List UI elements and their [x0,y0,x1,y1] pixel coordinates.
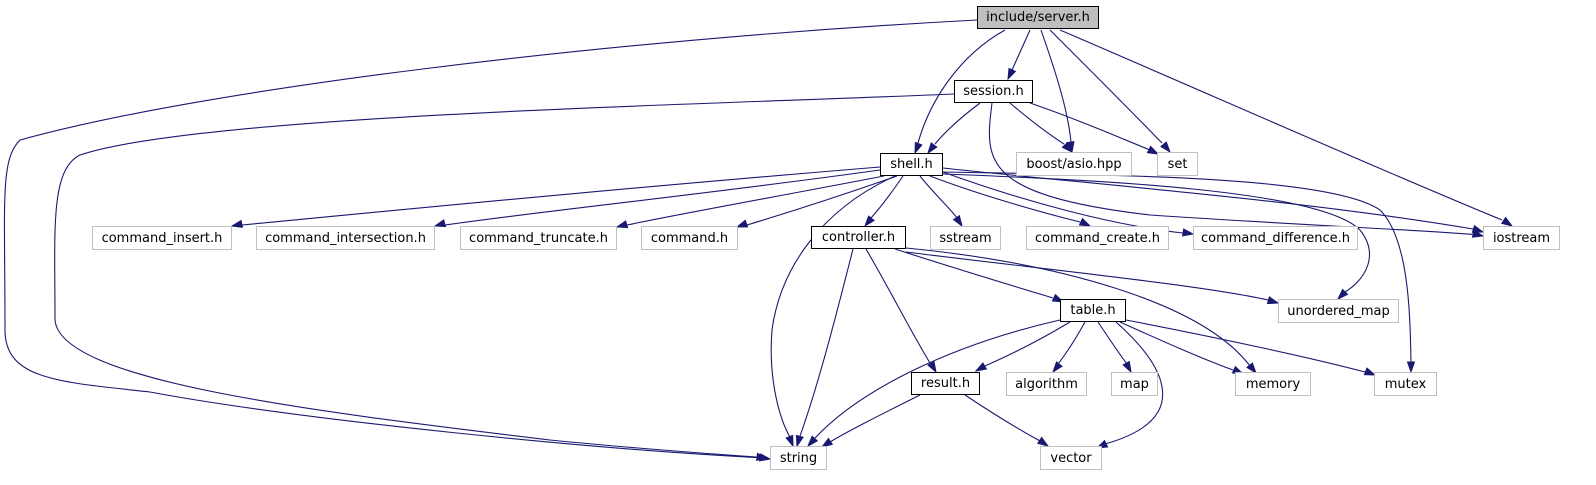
edge-table-result [974,321,1071,372]
edge-server-set [1049,29,1171,154]
edge-ctrl-result [865,248,937,374]
node-session[interactable]: session.h [954,80,1033,103]
edge-result-string [820,394,921,448]
edge-shell-string [770,175,896,448]
edge-shell-cinsert [230,166,881,228]
edge-shell-iostream [942,167,1485,233]
edge-session-shell [927,102,981,155]
edge-table-map [1097,321,1132,374]
arrowhead-icon [1336,288,1349,301]
node-map: map [1111,372,1158,396]
edge-shell-sstream [919,175,963,228]
arrowhead-icon [1146,145,1160,155]
node-cmd: command.h [641,226,738,250]
node-asio: boost/asio.hpp [1016,152,1132,176]
edge-shell-cinter [433,169,881,228]
arrowhead-icon [1406,361,1416,374]
node-umap: unordered_map [1278,299,1399,323]
arrowhead-icon [1078,217,1092,227]
arrowhead-icon [1122,360,1132,374]
edge-table-algo [1052,321,1086,374]
arrowhead-icon [1500,216,1514,227]
node-cinsert: command_insert.h [92,226,232,250]
arrowhead-icon [864,215,875,228]
edge-result-vector [964,394,1050,447]
edge-ctrl-memory [905,247,1257,375]
arrowhead-icon [974,362,988,372]
node-server[interactable]: include/server.h [977,6,1099,29]
arrowhead-icon [1052,361,1063,374]
node-mutex: mutex [1374,372,1437,396]
arrowhead-icon [1061,141,1074,154]
node-string: string [770,446,827,470]
arrowhead-icon [1007,67,1017,81]
arrowhead-icon [927,142,938,155]
node-algo: algorithm [1006,372,1087,396]
edge-shell-ctrl [864,175,904,228]
node-ctrl[interactable]: controller.h [811,226,906,249]
node-cdiff: command_difference.h [1193,226,1358,250]
arrowhead-icon [1471,224,1485,233]
edge-server-session [1007,29,1031,81]
node-set: set [1157,152,1198,176]
node-sstream: sstream [930,226,1001,250]
node-vector: vector [1040,446,1102,470]
edge-session-asio [1009,102,1074,154]
node-memory: memory [1235,372,1311,396]
edge-table-string [806,319,1061,448]
node-shell[interactable]: shell.h [880,153,943,176]
node-ccreate: command_create.h [1026,226,1169,250]
edge-ctrl-umap [905,251,1280,305]
edge-shell-ctrunc [615,175,885,229]
edge-table-mutex [1125,319,1377,376]
arrowhead-icon [758,453,772,462]
arrowhead-icon [230,219,244,228]
node-iostream: iostream [1483,226,1560,250]
edge-table-memory [1119,321,1245,375]
arrowhead-icon [927,360,937,374]
node-ctrunc: command_truncate.h [460,226,617,250]
edge-ctrl-string [795,248,854,448]
arrowhead-icon [1160,141,1171,154]
edge-server-iostream [1059,29,1514,227]
node-table[interactable]: table.h [1060,299,1126,322]
arrowhead-icon [820,437,834,448]
arrowhead-icon [1266,296,1280,305]
edge-shell-umap [942,173,1370,301]
arrowhead-icon [735,219,749,228]
arrowhead-icon [615,220,629,229]
edge-shell-mutex [942,171,1416,374]
arrowhead-icon [1036,436,1050,447]
edge-server-shell [914,29,1006,155]
arrowhead-icon [795,434,804,448]
arrowhead-icon [433,219,447,228]
arrowhead-icon [1246,362,1257,375]
edge-shell-cmd [735,175,898,228]
arrowhead-icon [1363,367,1377,376]
arrowhead-icon [952,214,963,228]
node-result[interactable]: result.h [911,372,980,395]
node-cinter: command_intersection.h [256,226,435,250]
arrowhead-icon [914,141,923,155]
arrowhead-icon [1181,228,1195,237]
edge-shell-ccreate [929,175,1092,227]
arrowhead-icon [785,434,794,448]
edge-session-string [54,93,955,462]
edge-session-set [1029,102,1160,155]
arrowhead-icon [806,435,819,448]
